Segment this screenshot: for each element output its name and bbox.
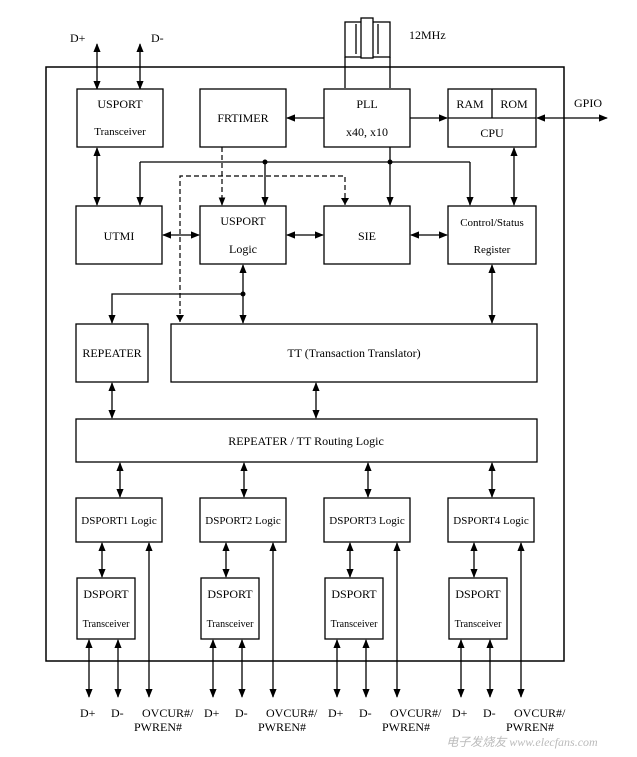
frtimer-label: FRTIMER [217, 111, 268, 125]
dsport1-transceiver-line1: DSPORT [83, 587, 129, 601]
dsport1-logic-block: DSPORT1 Logic [75, 497, 163, 543]
sie-block: SIE [323, 205, 411, 265]
dsport4-transceiver-line1: DSPORT [455, 587, 501, 601]
dsport2-transceiver-block: DSPORT Transceiver [200, 577, 260, 640]
pll-block: PLL x40, x10 [323, 88, 411, 148]
frtimer-block: FRTIMER [199, 88, 287, 148]
ram-label: RAM [456, 97, 484, 111]
dsport1-ovcur-label: OVCUR#/ [142, 706, 194, 720]
tt-block: TT (Transaction Translator) [170, 323, 538, 383]
rom-label: ROM [500, 97, 528, 111]
dsport1-transceiver-block: DSPORT Transceiver [76, 577, 136, 640]
dsport1-transceiver-line2: Transceiver [83, 619, 131, 630]
dsport4-logic-label: DSPORT4 Logic [453, 515, 529, 527]
repeater-block: REPEATER [75, 323, 149, 383]
crystal-label: 12MHz [409, 28, 446, 42]
dsport3-dminus-label: D- [359, 706, 372, 720]
control-status-line2: Register [474, 244, 511, 256]
dsport1-logic-label: DSPORT1 Logic [81, 515, 157, 527]
routing-logic-label: REPEATER / TT Routing Logic [228, 434, 384, 448]
dsport4-transceiver-block: DSPORT Transceiver [448, 577, 508, 640]
usport-transceiver-block: USPORT Transceiver [76, 88, 164, 148]
usport-logic-block: USPORT Logic [199, 205, 287, 265]
cpu-label: CPU [480, 126, 504, 140]
top-dminus-label: D- [151, 31, 164, 45]
dsport2-pwren-label: PWREN# [258, 720, 306, 734]
usport-logic-line1: USPORT [220, 214, 266, 228]
dsport1-dminus-label: D- [111, 706, 124, 720]
dsport2-logic-label: DSPORT2 Logic [205, 515, 281, 527]
dsport2-transceiver-line1: DSPORT [207, 587, 253, 601]
dsport3-ovcur-label: OVCUR#/ [390, 706, 442, 720]
dsport4-transceiver-line2: Transceiver [455, 619, 503, 630]
repeater-label: REPEATER [82, 346, 141, 360]
chip-outline [45, 66, 565, 662]
gpio-label: GPIO [574, 96, 602, 110]
utmi-label: UTMI [104, 229, 135, 243]
dsport2-dminus-label: D- [235, 706, 248, 720]
dsport3-pwren-label: PWREN# [382, 720, 430, 734]
dsport2-transceiver-line2: Transceiver [207, 619, 255, 630]
usport-logic-line2: Logic [229, 242, 257, 256]
pll-line1: PLL [356, 97, 377, 111]
cpu-block: RAM ROM CPU [447, 88, 537, 148]
dsport4-logic-block: DSPORT4 Logic [447, 497, 535, 543]
control-status-line1: Control/Status [460, 217, 524, 229]
usport-transceiver-line1: USPORT [97, 97, 143, 111]
pll-line2: x40, x10 [346, 125, 388, 139]
usport-transceiver-line2: Transceiver [94, 126, 146, 138]
control-status-block: Control/Status Register [447, 205, 537, 265]
top-dplus-label: D+ [70, 31, 86, 45]
routing-logic-block: REPEATER / TT Routing Logic [75, 418, 538, 463]
dsport3-transceiver-block: DSPORT Transceiver [324, 577, 384, 640]
watermark: 电子发烧友 www.elecfans.com [446, 735, 598, 749]
dsport1-pwren-label: PWREN# [134, 720, 182, 734]
dsport4-dplus-label: D+ [452, 706, 468, 720]
tt-label: TT (Transaction Translator) [287, 346, 420, 360]
dsport3-transceiver-line1: DSPORT [331, 587, 377, 601]
dsport1-dplus-label: D+ [80, 706, 96, 720]
dsport2-logic-block: DSPORT2 Logic [199, 497, 287, 543]
dsport3-transceiver-line2: Transceiver [331, 619, 379, 630]
sie-label: SIE [358, 229, 376, 243]
dsport2-dplus-label: D+ [204, 706, 220, 720]
dsport4-dminus-label: D- [483, 706, 496, 720]
dsport2-ovcur-label: OVCUR#/ [266, 706, 318, 720]
dsport3-dplus-label: D+ [328, 706, 344, 720]
dsport3-logic-block: DSPORT3 Logic [323, 497, 411, 543]
dsport4-ovcur-label: OVCUR#/ [514, 706, 566, 720]
dsport3-logic-label: DSPORT3 Logic [329, 515, 405, 527]
utmi-block: UTMI [75, 205, 163, 265]
dsport4-pwren-label: PWREN# [506, 720, 554, 734]
crystal-icon [344, 17, 391, 88]
